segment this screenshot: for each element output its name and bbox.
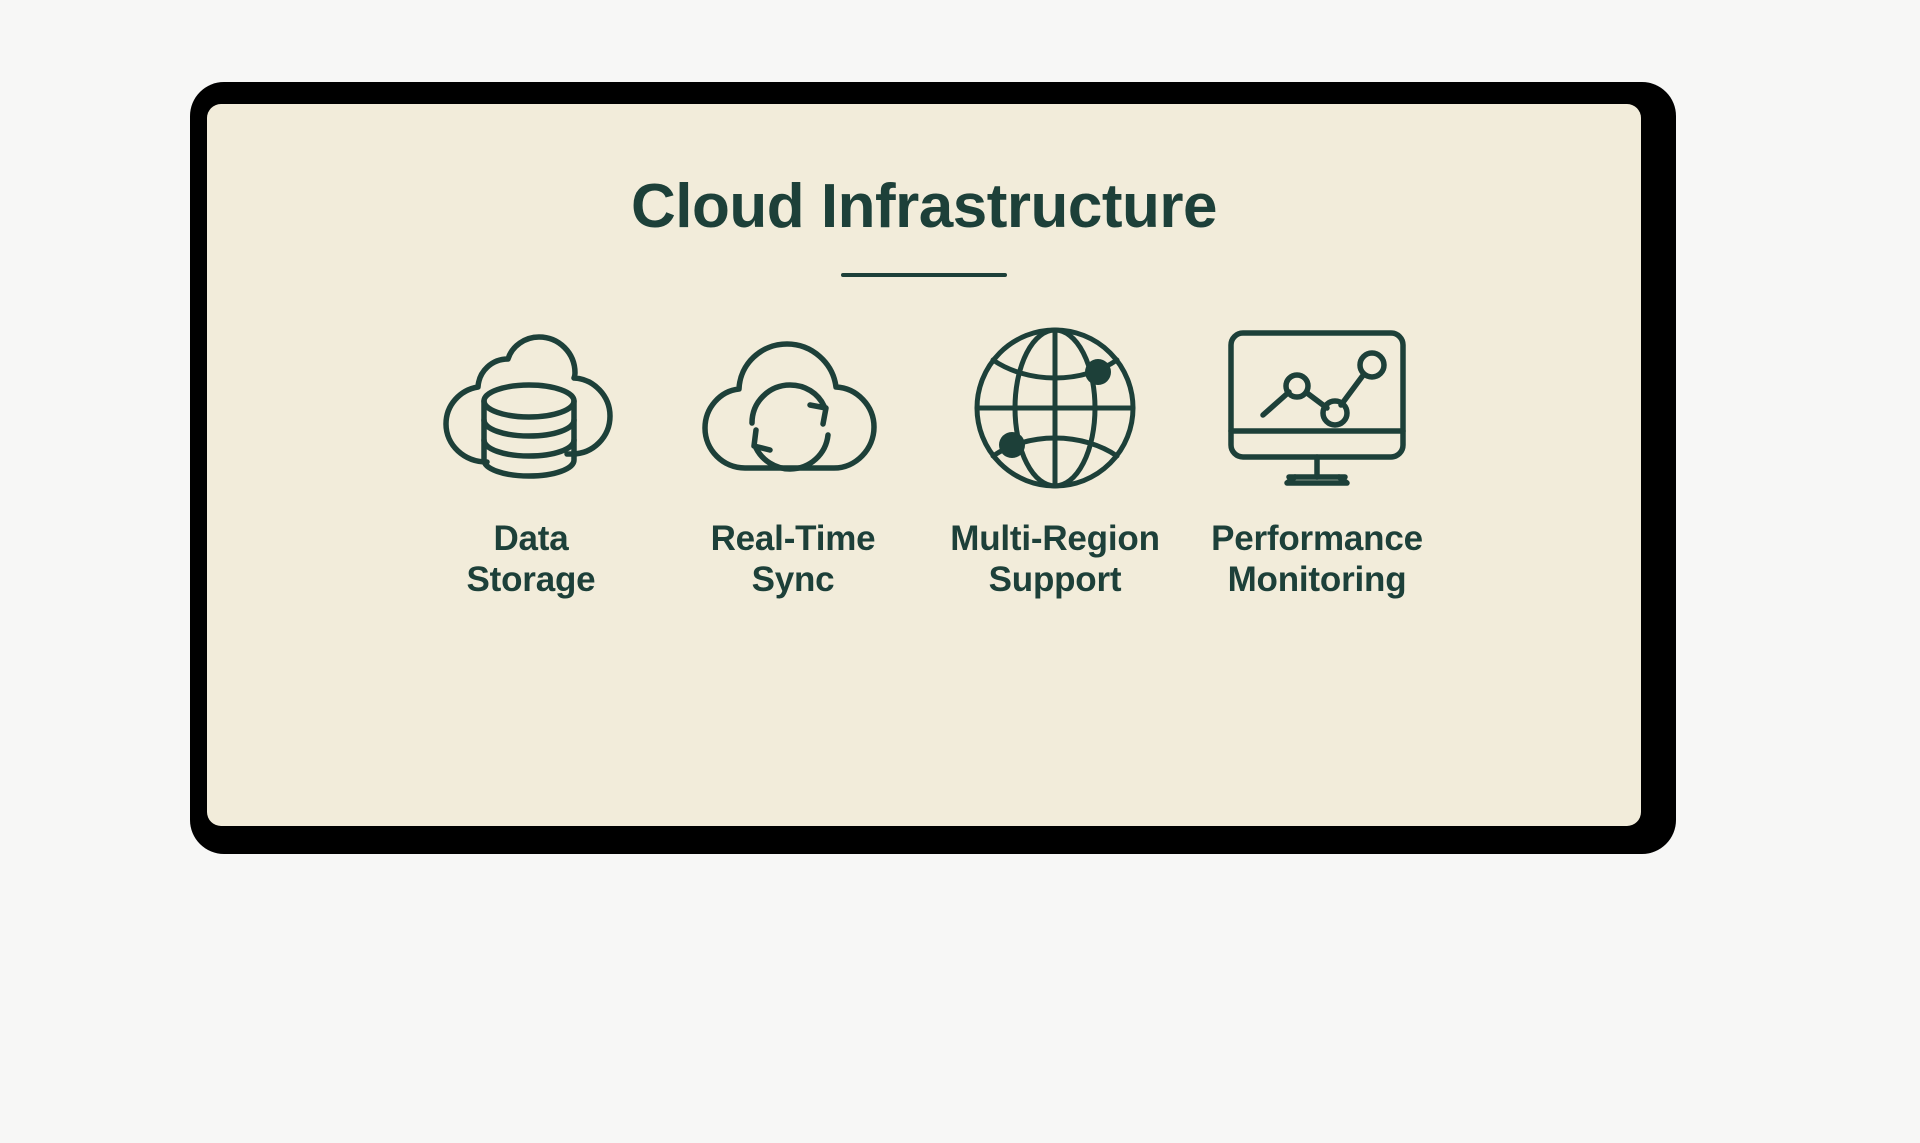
- feature-label: Multi-Region Support: [950, 519, 1160, 600]
- page-title: Cloud Infrastructure: [631, 172, 1217, 241]
- feature-item-multi-region-support[interactable]: Multi-Region Support: [924, 320, 1186, 601]
- feature-list: Data Storage Real-Time Sync: [267, 320, 1581, 601]
- title-divider: [841, 273, 1007, 278]
- device-frame: Cloud Infrastructure Dat: [190, 82, 1676, 854]
- slide-header: Cloud Infrastructure: [207, 104, 1641, 278]
- feature-label: Real-Time Sync: [710, 519, 876, 600]
- cloud-database-icon: [431, 320, 631, 496]
- globe-network-icon: [955, 320, 1155, 496]
- feature-item-performance-monitoring[interactable]: Performance Monitoring: [1186, 320, 1448, 601]
- feature-item-data-storage[interactable]: Data Storage: [400, 320, 662, 601]
- feature-item-real-time-sync[interactable]: Real-Time Sync: [662, 320, 924, 601]
- slide-screen: Cloud Infrastructure Dat: [207, 104, 1641, 826]
- feature-label: Performance Monitoring: [1211, 519, 1423, 600]
- feature-label: Data Storage: [466, 519, 596, 600]
- monitor-chart-icon: [1217, 320, 1417, 496]
- cloud-sync-icon: [693, 320, 893, 496]
